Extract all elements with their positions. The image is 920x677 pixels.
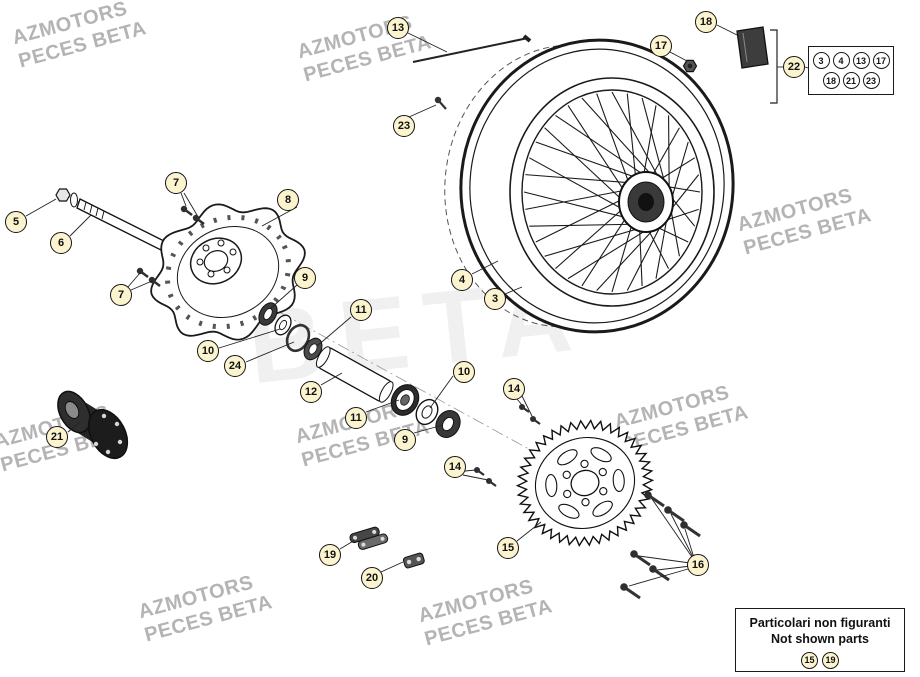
part-callout[interactable]: 13 — [387, 17, 409, 39]
chain-link — [349, 526, 389, 550]
part-callout[interactable]: 8 — [277, 189, 299, 211]
part-callout[interactable]: 12 — [300, 381, 322, 403]
part-callout[interactable]: 21 — [46, 426, 68, 448]
legend-callout[interactable]: 3 — [812, 52, 830, 69]
axle-nut-left — [55, 188, 71, 202]
part-callout[interactable]: 10 — [453, 361, 475, 383]
spacer-ring — [415, 398, 439, 426]
sprocket-screws — [620, 491, 701, 600]
axle-washer — [70, 192, 78, 208]
part-callout[interactable]: 7 — [165, 172, 187, 194]
leader-lines — [25, 24, 809, 587]
legend-callout[interactable]: 13 — [852, 52, 870, 69]
part-callout[interactable]: 18 — [695, 11, 717, 33]
part-callout[interactable]: 9 — [394, 429, 416, 451]
o-ring — [285, 323, 311, 353]
part-callout[interactable]: 17 — [650, 35, 672, 57]
part-callout[interactable]: 14 — [444, 456, 466, 478]
not-shown-title-it: Particolari non figuranti — [749, 616, 891, 630]
part-callout[interactable]: 7 — [110, 284, 132, 306]
wheel-hub-part — [57, 390, 129, 460]
part-callout[interactable]: 15 — [497, 537, 519, 559]
part-callout[interactable]: 23 — [393, 115, 415, 137]
spacer-ring — [274, 314, 292, 336]
part-callout[interactable]: 19 — [319, 544, 341, 566]
part-callout[interactable]: 4 — [451, 269, 473, 291]
part-callout[interactable]: 22 — [783, 56, 805, 78]
part-callout[interactable]: 5 — [5, 211, 27, 233]
part-callout[interactable]: 10 — [197, 340, 219, 362]
wheel-spokes — [523, 91, 701, 293]
part-callout[interactable]: 11 — [350, 299, 372, 321]
part-callout[interactable]: 6 — [50, 232, 72, 254]
part-callout[interactable]: 16 — [687, 554, 709, 576]
wheel-bearing — [390, 384, 420, 416]
disc-screws — [136, 205, 205, 287]
spoke-rod — [412, 34, 532, 63]
legend-callout[interactable]: 18 — [822, 72, 840, 89]
chain-pad — [736, 26, 769, 69]
legend-callout[interactable]: 21 — [842, 72, 860, 89]
axle-spacer-tube — [315, 346, 394, 403]
not-shown-callout[interactable]: 19 — [822, 651, 839, 669]
assembly-centerline — [67, 195, 599, 488]
part-callout[interactable]: 14 — [503, 378, 525, 400]
part-callout[interactable]: 3 — [484, 288, 506, 310]
not-shown-title-en: Not shown parts — [771, 632, 869, 647]
legend-callout[interactable]: 17 — [872, 52, 890, 69]
not-shown-parts-box: Particolari non figuranti Not shown part… — [735, 608, 905, 672]
dust-seal — [435, 410, 461, 438]
sprocket-fasteners — [474, 404, 541, 487]
kit-contents-box: 3 4 13 17 18 21 23 — [808, 46, 894, 95]
rear-wheel — [444, 38, 735, 334]
part-callout[interactable]: 9 — [294, 267, 316, 289]
rear-sprocket — [515, 418, 655, 548]
not-shown-callout[interactable]: 15 — [801, 651, 818, 669]
legend-callout[interactable]: 4 — [832, 52, 850, 69]
chain-joint — [402, 552, 425, 569]
part-callout[interactable]: 24 — [224, 355, 246, 377]
axle-nut-right — [682, 59, 698, 73]
part-callout[interactable]: 11 — [345, 407, 367, 429]
part-callout[interactable]: 20 — [361, 567, 383, 589]
legend-callout[interactable]: 23 — [862, 72, 880, 89]
nipple-screw — [434, 96, 447, 110]
